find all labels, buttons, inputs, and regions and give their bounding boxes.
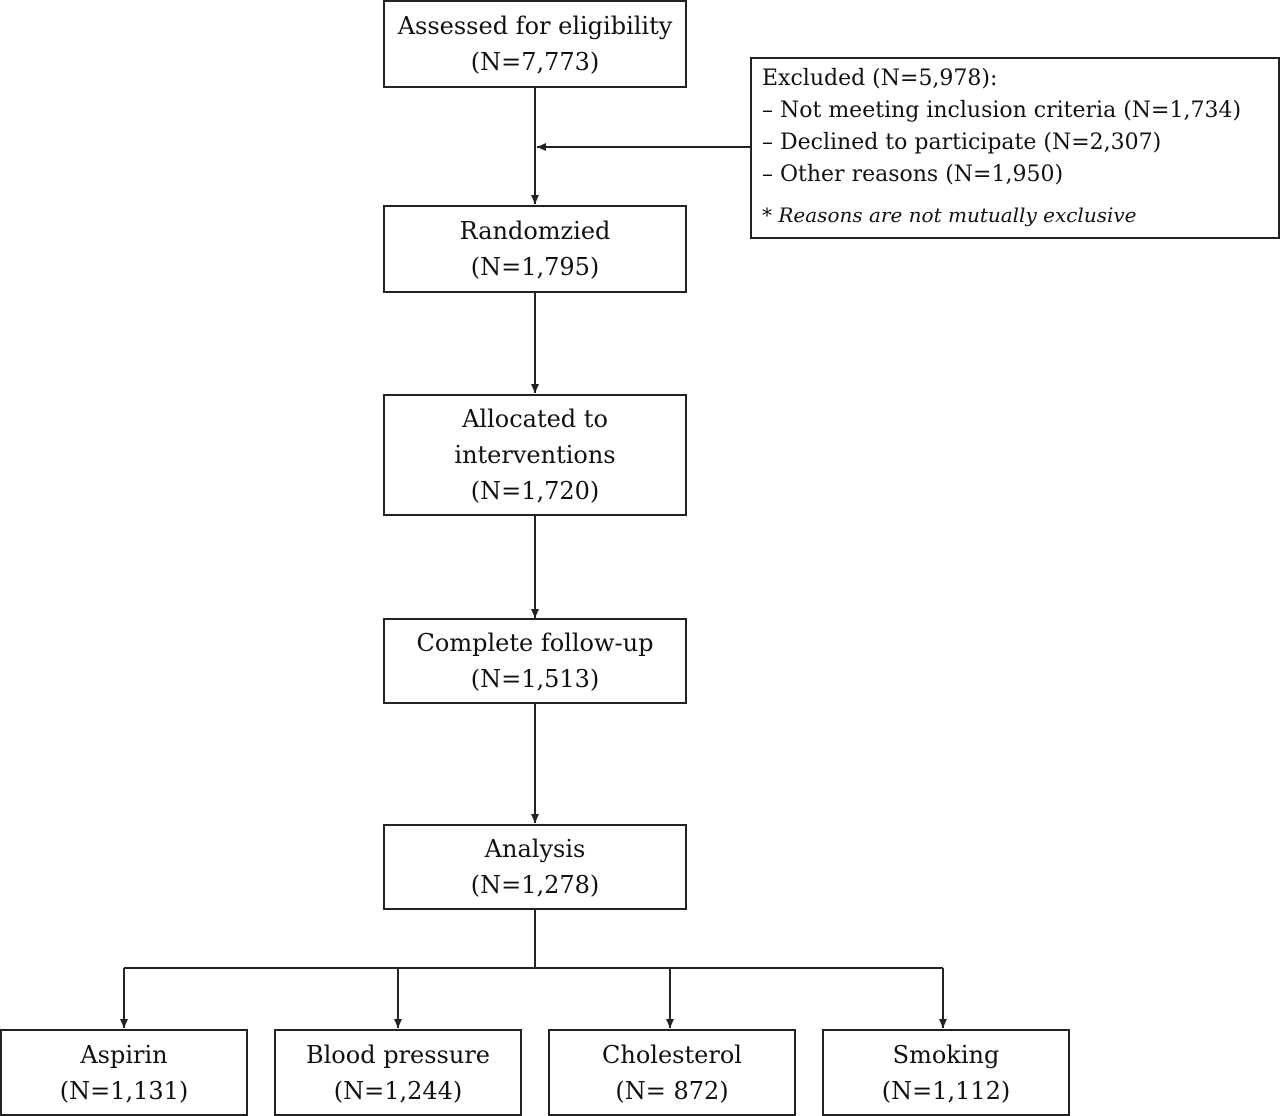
excluded-reason: – Not meeting inclusion criteria (N=1,73… [762, 98, 1242, 123]
excluded-box: Excluded (N=5,978): – Not meeting inclus… [750, 57, 1280, 239]
outcome-box-cholesterol: Cholesterol (N= 872) [548, 1029, 796, 1116]
randomized-box: Randomzied (N=1,795) [383, 205, 687, 293]
assessed-box: Assessed for eligibility (N=7,773) [383, 0, 687, 88]
followup-box: Complete follow-up (N=1,513) [383, 618, 687, 704]
outcome-count: (N=1,112) [881, 1076, 1011, 1105]
randomized-title: Randomzied [459, 217, 611, 245]
outcome-box-smoking: Smoking (N=1,112) [822, 1029, 1070, 1116]
excluded-heading: Excluded (N=5,978): [762, 66, 998, 91]
followup-count: (N=1,513) [470, 665, 600, 693]
outcome-count: (N=1,131) [59, 1076, 189, 1105]
excluded-reason: – Other reasons (N=1,950) [762, 162, 1064, 187]
outcome-count: (N=1,244) [333, 1076, 463, 1105]
outcome-title: Smoking [892, 1040, 1000, 1069]
allocated-title-line2: interventions [454, 441, 616, 469]
excluded-reason: – Declined to participate (N=2,307) [762, 130, 1162, 155]
allocated-count: (N=1,720) [470, 477, 600, 505]
assessed-count: (N=7,773) [470, 48, 600, 76]
randomized-count: (N=1,795) [470, 253, 600, 281]
assessed-title: Assessed for eligibility [397, 12, 673, 40]
analysis-title: Analysis [484, 835, 586, 863]
outcome-box-aspirin: Aspirin (N=1,131) [0, 1029, 248, 1116]
followup-title: Complete follow-up [416, 629, 654, 657]
outcome-count: (N= 872) [615, 1076, 729, 1105]
outcome-title: Blood pressure [305, 1040, 490, 1069]
outcome-title: Cholesterol [602, 1040, 742, 1069]
outcome-title: Aspirin [80, 1040, 168, 1069]
analysis-box: Analysis (N=1,278) [383, 824, 687, 910]
excluded-note: * Reasons are not mutually exclusive [762, 203, 1137, 227]
allocated-box: Allocated to interventions (N=1,720) [383, 394, 687, 516]
analysis-count: (N=1,278) [470, 871, 600, 899]
allocated-title-line1: Allocated to [462, 405, 608, 433]
outcome-box-blood-pressure: Blood pressure (N=1,244) [274, 1029, 522, 1116]
